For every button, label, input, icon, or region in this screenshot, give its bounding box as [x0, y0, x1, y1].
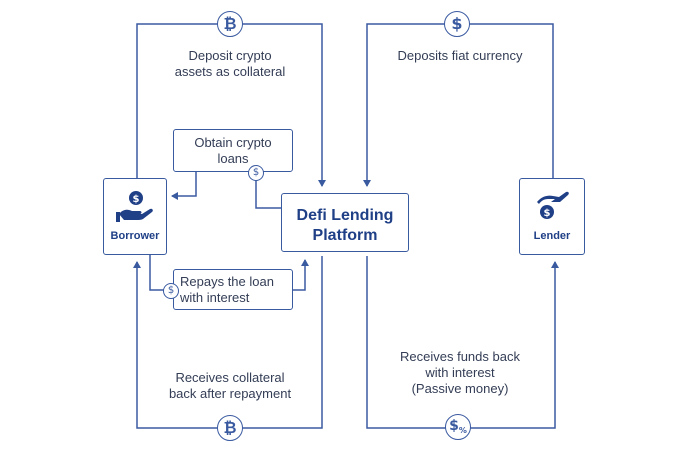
arrow-repay-to-platform	[292, 259, 309, 291]
lender-box: $ Lender	[519, 178, 585, 255]
percent-glyph: %	[458, 426, 467, 435]
obtain-loans-box: Obtain crypto loans	[173, 129, 293, 172]
label-receive-funds: Receives funds back with interest (Passi…	[400, 349, 520, 396]
label-deposit-fiat: Deposits fiat currency	[397, 48, 523, 63]
dollar-icon: $	[163, 283, 179, 299]
giving-hand-coin-icon: $	[537, 191, 569, 219]
dollar-icon: $	[444, 11, 470, 37]
lender-label: Lender	[533, 230, 571, 242]
arrow-loan-from-platform	[255, 174, 282, 209]
bitcoin-icon: ₿	[217, 11, 243, 37]
dollar-percent-icon: $%	[445, 414, 471, 440]
repay-loan-box: Repays the loan with interest	[173, 269, 293, 310]
svg-text:$: $	[133, 194, 140, 205]
obtain-loans-text: Obtain crypto loans	[194, 135, 272, 166]
label-receive-collateral: Receives collateral back after repayment	[168, 370, 292, 401]
platform-title: Defi Lending Platform	[282, 206, 408, 246]
arrow-loan-to-borrower	[171, 172, 197, 200]
svg-text:$: $	[544, 208, 551, 219]
platform-title-line1: Defi Lending	[296, 207, 394, 224]
bitcoin-icon: ₿	[217, 415, 243, 441]
label-deposit-collateral: Deposit crypto assets as collateral	[174, 48, 286, 79]
dollar-icon: $	[248, 165, 264, 181]
borrower-box: $ Borrower	[103, 178, 167, 255]
dollar-glyph: $	[449, 418, 459, 434]
platform-box: Defi Lending Platform	[281, 193, 409, 252]
platform-title-line2: Platform	[312, 227, 378, 244]
borrower-label: Borrower	[110, 230, 160, 242]
repay-loan-text: Repays the loan with interest	[180, 274, 274, 305]
arrow-receive-funds	[366, 256, 559, 429]
hand-with-coin-icon: $	[116, 191, 153, 222]
